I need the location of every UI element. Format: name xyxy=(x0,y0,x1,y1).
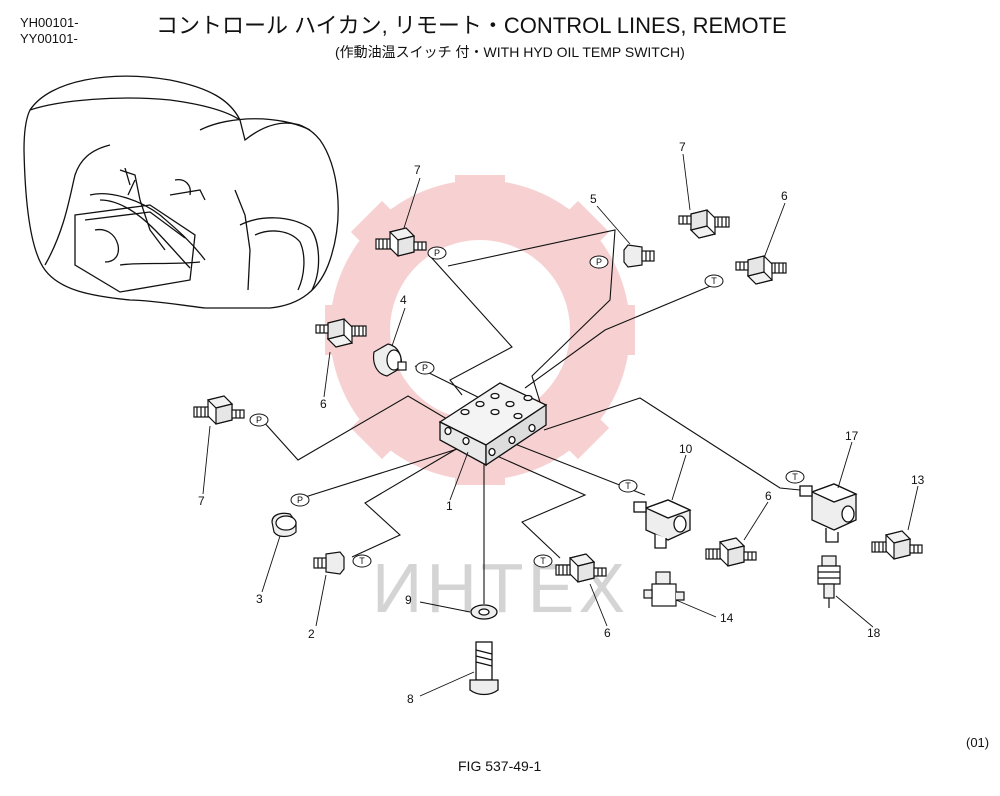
callout-17: 17 xyxy=(845,429,859,443)
callout-13: 13 xyxy=(911,473,925,487)
port-tag-tank: T xyxy=(359,556,365,566)
port-tag-tank: T xyxy=(540,556,546,566)
callout-6: 6 xyxy=(320,397,327,411)
callout-7: 7 xyxy=(414,163,421,177)
port-tag-pressure: P xyxy=(297,495,303,505)
straight-fitting-2 xyxy=(313,551,345,575)
port-tag-pressure: P xyxy=(434,248,440,258)
port-tag-pressure: P xyxy=(596,257,602,267)
port-tag-pressure: P xyxy=(422,363,428,373)
washer-9 xyxy=(470,604,498,620)
callout-1: 1 xyxy=(446,499,453,513)
plug-3 xyxy=(271,512,297,538)
callout-18: 18 xyxy=(867,626,881,640)
callout-2: 2 xyxy=(308,627,315,641)
serial-range-yh: YH00101- xyxy=(20,15,79,30)
callout-leader-lines xyxy=(202,153,919,697)
machine-body-illustration xyxy=(23,75,339,309)
elbow-fitting-6-right xyxy=(735,255,787,285)
callout-14: 14 xyxy=(720,611,734,625)
straight-fitting-4 xyxy=(372,343,407,377)
port-tags xyxy=(249,246,805,568)
hydraulic-line-routes xyxy=(261,229,801,604)
straight-fitting-5 xyxy=(623,244,655,268)
elbow-fitting-13 xyxy=(871,530,923,560)
adapter-10 xyxy=(633,499,692,549)
callout-8: 8 xyxy=(407,692,414,706)
elbow-fitting-6-lower-right xyxy=(705,537,757,567)
temp-switch-14 xyxy=(643,571,685,607)
port-tag-tank: T xyxy=(711,276,717,286)
temp-switch-18 xyxy=(817,555,841,608)
elbow-fitting-7-left xyxy=(193,395,245,425)
callout-3: 3 xyxy=(256,592,263,606)
distribution-block xyxy=(438,382,548,467)
port-tag-tank: T xyxy=(792,472,798,482)
bolt-8 xyxy=(469,641,499,696)
port-tag-tank: T xyxy=(625,481,631,491)
callout-9: 9 xyxy=(405,593,412,607)
page-subtitle: (作動油温スイッチ 付・WITH HYD OIL TEMP SWITCH) xyxy=(335,44,685,60)
callout-6: 6 xyxy=(765,489,772,503)
revision-label: (01) xyxy=(966,735,990,750)
callout-6: 6 xyxy=(604,626,611,640)
callout-4: 4 xyxy=(400,293,407,307)
callout-6: 6 xyxy=(781,189,788,203)
callout-10: 10 xyxy=(679,442,693,456)
callout-7: 7 xyxy=(198,494,205,508)
adapter-17 xyxy=(799,483,858,543)
elbow-fitting-7-right xyxy=(678,209,730,239)
port-tag-pressure: P xyxy=(256,415,262,425)
serial-range-yy: YY00101- xyxy=(20,31,78,46)
callout-5: 5 xyxy=(590,192,597,206)
callout-7: 7 xyxy=(679,140,686,154)
page-title: コントロール ハイカン, リモート・CONTROL LINES, REMOTE xyxy=(156,13,787,38)
figure-number: FIG 537-49-1 xyxy=(458,758,542,774)
